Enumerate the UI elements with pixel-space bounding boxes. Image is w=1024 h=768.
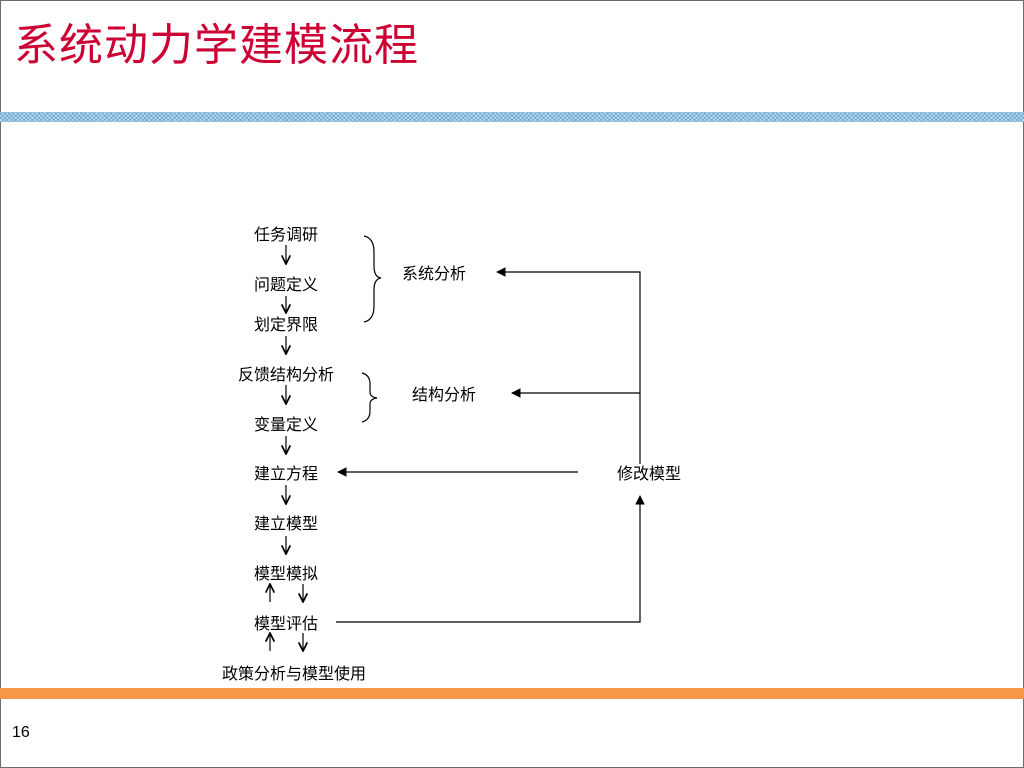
step-define-boundary: 划定界限	[253, 315, 319, 334]
footer-band	[0, 688, 1024, 699]
step-feedback-structure-analysis: 反馈结构分析	[237, 365, 335, 384]
edge-s9-revise	[336, 495, 645, 623]
step-problem-definition: 问题定义	[253, 275, 319, 294]
title-divider-band	[0, 112, 1024, 122]
page-number: 16	[12, 724, 30, 741]
group-system-analysis: 系统分析	[402, 264, 467, 283]
step-variable-definition: 变量定义	[253, 415, 319, 434]
brace-structure-analysis	[361, 372, 378, 423]
group-structure-analysis: 结构分析	[412, 385, 477, 404]
step-build-model: 建立模型	[253, 514, 319, 533]
brace-system-analysis	[363, 235, 382, 323]
node-revise-model: 修改模型	[616, 464, 682, 483]
slide-title: 系统动力学建模流程	[14, 20, 419, 71]
step-model-evaluation: 模型评估	[253, 614, 319, 633]
step-task-research: 任务调研	[253, 225, 319, 244]
step-model-simulation: 模型模拟	[253, 564, 319, 583]
edge-revise-g1	[496, 267, 641, 464]
step-build-equations: 建立方程	[253, 464, 319, 483]
step-policy-analysis-and-use: 政策分析与模型使用	[221, 664, 367, 683]
